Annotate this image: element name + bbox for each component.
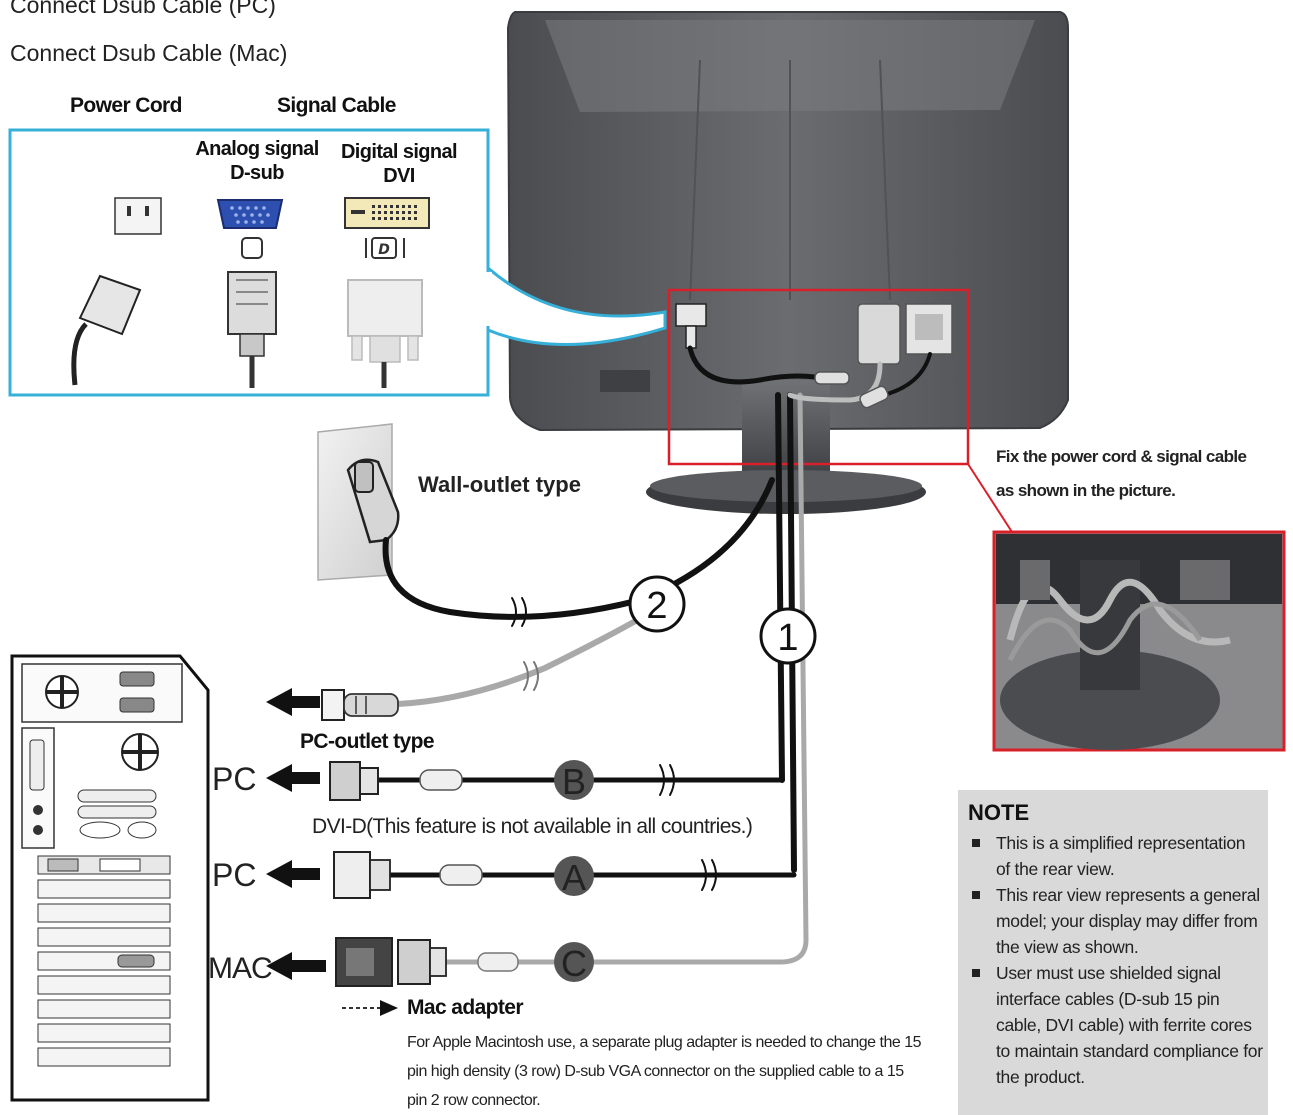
wall-outlet-label: Wall-outlet type: [418, 472, 581, 497]
signal-cable-label: Signal Cable: [277, 94, 396, 117]
cable-b-label: B: [562, 761, 586, 802]
note-item-text: User must use shielded signal interface …: [996, 963, 1263, 1087]
power-cord-label: Power Cord: [70, 94, 182, 117]
cable-a-label: A: [562, 857, 586, 898]
dvi-availability-note: DVI-D(This feature is not available in a…: [312, 815, 753, 838]
header-dsub-pc: Connect Dsub Cable (PC): [10, 0, 276, 18]
mac-adapter-plug-c: [335, 937, 519, 1016]
bullet-icon: [972, 839, 980, 847]
cable-fix-photo: [992, 530, 1286, 752]
note-list: This is a simplified representation of t…: [968, 830, 1263, 1090]
note-item: This rear view represents a general mode…: [968, 882, 1263, 960]
note-item-text: This rear view represents a general mode…: [996, 885, 1260, 957]
digital-signal-label: Digital signal DVI: [336, 140, 462, 188]
svg-text:D: D: [378, 242, 390, 258]
analog-signal-line1: Analog signal: [195, 138, 319, 160]
dsub-plug-b: [329, 761, 463, 801]
note-title: NOTE: [968, 800, 1030, 825]
cable-badge-a: A: [554, 856, 594, 898]
rear-highlight-box: [667, 288, 970, 466]
pc-tower: [10, 654, 210, 1102]
arrows-to-pc: [266, 688, 326, 980]
bullet-icon: [972, 891, 980, 899]
fix-cable-instruction: Fix the power cord & signal cable as sho…: [996, 440, 1247, 508]
step-1-label: 1: [777, 617, 798, 659]
pc-label-1: PC: [212, 761, 256, 797]
note-item: This is a simplified representation of t…: [968, 830, 1263, 882]
mac-adapter-description: For Apple Macintosh use, a separate plug…: [407, 1034, 922, 1109]
mac-adapter-label: Mac adapter: [407, 996, 524, 1019]
connector-inset: D: [8, 128, 667, 397]
fix-cable-line2: as shown in the picture.: [996, 481, 1176, 500]
power-plug-pc: [321, 689, 399, 721]
mac-label: MAC: [208, 952, 272, 985]
cable-c-label: C: [561, 943, 587, 984]
step-circle-2: 2: [628, 575, 686, 633]
digital-signal-line2: DVI: [383, 165, 415, 187]
dvi-plug-a: [333, 851, 483, 899]
bullet-icon: [972, 969, 980, 977]
pc-label-2: PC: [212, 857, 256, 893]
fix-cable-line1: Fix the power cord & signal cable: [996, 447, 1247, 466]
analog-signal-line2: D-sub: [230, 162, 284, 184]
step-circle-1: 1: [759, 607, 817, 665]
header-dsub-mac: Connect Dsub Cable (Mac): [10, 40, 288, 66]
cable-badge-c: C: [554, 942, 594, 984]
note-box: NOTE This is a simplified representation…: [958, 790, 1268, 1115]
digital-signal-line1: Digital signal: [340, 141, 458, 163]
step-2-label: 2: [646, 585, 667, 627]
note-item-text: This is a simplified representation of t…: [996, 833, 1246, 879]
pc-outlet-label: PC-outlet type: [300, 730, 435, 753]
note-item: User must use shielded signal interface …: [968, 960, 1263, 1090]
cable-badge-b: B: [554, 760, 594, 802]
analog-signal-label: Analog signal D-sub: [194, 137, 320, 185]
